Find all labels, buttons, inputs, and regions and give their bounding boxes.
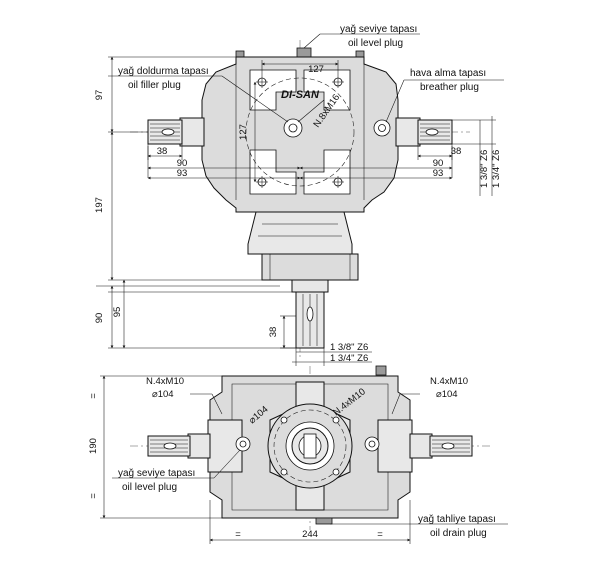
gearbox-neck [247,211,353,255]
equal-bottom: = [88,493,99,499]
dim-90-right: 90 [433,158,444,169]
top-view: DI-SAN [94,24,504,366]
dim-38-right: 38 [451,146,462,157]
dim-93-right: 93 [433,168,444,179]
dim-97: 97 [94,90,105,101]
bottom-view: N.4xM10 ⌀104 N.4xM10 ⌀104 ⌀104 N.4xM10 1… [88,365,508,544]
callout-bottom-oil-level-en: oil level plug [122,482,177,493]
dim-190: 190 [88,438,99,454]
spline-bottom-1-3-8: 1 3/8" Z6 [330,342,368,353]
flange-left-dia: ⌀104 [152,389,174,400]
dim-95-bottom: 95 [112,307,123,318]
flange-left-bolts: N.4xM10 [146,376,184,387]
callout-oil-filler-en: oil filler plug [128,80,181,91]
callout-breather-en: breather plug [420,82,479,93]
callout-top-oil-level-en: oil level plug [348,38,403,49]
top-oil-level-plug [296,47,312,58]
dim-90-bottom: 90 [94,313,105,324]
callout-oil-filler-tr: yağ doldurma tapası [118,66,209,77]
dim-93-left: 93 [177,168,188,179]
equal-left: = [235,529,241,540]
left-input-shaft [147,117,205,147]
spline-right-1-3-8: 1 3/8" Z6 [479,150,490,188]
dim-38-left: 38 [157,146,168,157]
dim-127-horizontal: 127 [308,64,324,75]
equal-top: = [88,393,99,399]
dim-244: 244 [302,529,318,540]
flange-right-dia: ⌀104 [436,389,458,400]
bottom-right-shaft [409,433,473,459]
brand-logo: DI-SAN [281,89,320,101]
callout-top-oil-level-tr: yağ seviye tapası [340,24,417,35]
gearbox-housing-top [201,56,399,213]
spline-bottom-1-3-4: 1 3/4" Z6 [330,353,368,364]
equal-right: = [377,529,383,540]
oil-drain-plug [315,517,333,525]
right-flange [377,419,413,473]
flange-right-bolts: N.4xM10 [430,376,468,387]
callout-bottom-oil-level-tr: yağ seviye tapası [118,468,195,479]
bottom-left-shaft [147,433,211,459]
dim-197: 197 [94,197,105,213]
dim-90-left: 90 [177,158,188,169]
bottom-output-shaft [291,279,329,349]
callout-breather-tr: hava alma tapası [410,68,486,79]
spline-right-1-3-4: 1 3/4" Z6 [491,150,502,188]
callout-oil-drain-en: oil drain plug [430,528,487,539]
right-output-shaft [395,117,453,147]
dim-38-bottom: 38 [268,327,279,338]
callout-oil-drain-tr: yağ tahliye tapası [418,514,496,525]
dim-127-vertical: 127 [238,124,249,140]
